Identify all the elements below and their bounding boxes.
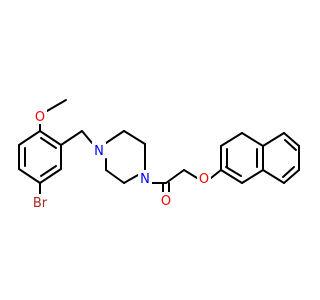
bond-ch2-o bbox=[183, 169, 198, 179]
bond-nap10 bbox=[283, 169, 300, 184]
bond-nap3 bbox=[241, 132, 264, 147]
bond-nap8 bbox=[283, 132, 300, 147]
atom-ether-oxygen: O bbox=[199, 172, 209, 187]
bond-nap11 bbox=[262, 169, 285, 184]
bond-nap6 bbox=[220, 169, 243, 184]
bond-nap7 bbox=[262, 132, 285, 147]
bond-nap10-inner bbox=[282, 166, 295, 178]
atom-carbonyl-oxygen: O bbox=[161, 194, 171, 209]
atom-nitrogen-left: N bbox=[94, 144, 104, 159]
bond-benzyl bbox=[60, 130, 83, 146]
bond-pip5 bbox=[105, 169, 125, 184]
bond-ring3 bbox=[18, 168, 41, 184]
atom-methoxy-oxygen: O bbox=[35, 110, 45, 125]
atom-labels: O N N O O Br bbox=[30, 108, 211, 211]
bond-nap2 bbox=[220, 132, 243, 147]
bond-nap8-inner bbox=[284, 139, 297, 151]
bond-pip6 bbox=[123, 174, 139, 184]
bond-nap6-inner bbox=[225, 166, 242, 177]
molecule-structure: O N N O O Br bbox=[18, 99, 300, 211]
atom-nitrogen-right: N bbox=[140, 172, 150, 187]
bond-ring6 bbox=[39, 130, 62, 146]
bond-pip2 bbox=[123, 130, 146, 145]
bond-ring6-inner bbox=[40, 137, 57, 149]
bond-o-naph bbox=[210, 169, 222, 179]
bond-ring4-inner bbox=[40, 165, 57, 177]
bond-c-ch2 bbox=[165, 169, 185, 184]
bond-ring4 bbox=[39, 168, 62, 184]
bond-pip1 bbox=[105, 130, 125, 144]
bond-methyl bbox=[46, 99, 67, 112]
atom-bromine: Br bbox=[33, 196, 48, 211]
bond-ring1 bbox=[18, 130, 41, 146]
bonds bbox=[18, 99, 300, 196]
bond-nap5 bbox=[241, 169, 264, 184]
bond-ch2-n bbox=[81, 130, 93, 144]
